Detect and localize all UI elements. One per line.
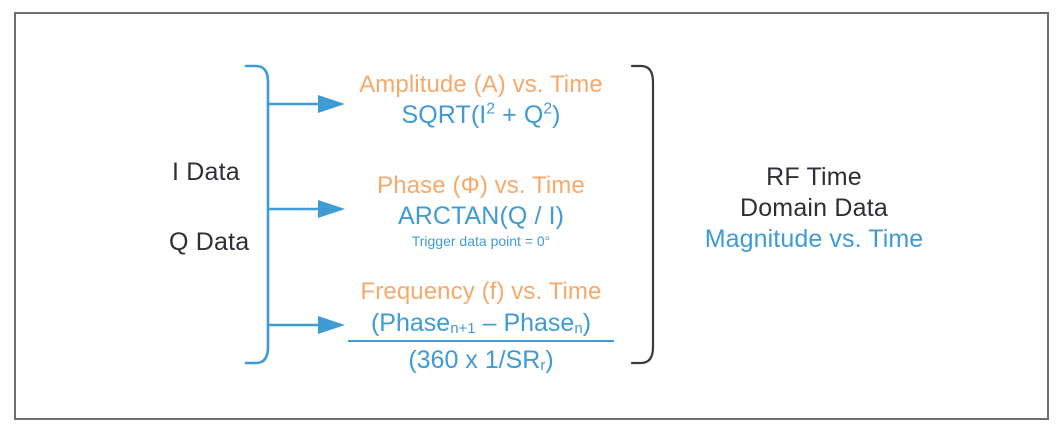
fraction-bar <box>348 340 614 342</box>
numerator-subscript-n-plus-1: n+1 <box>450 320 476 337</box>
output-line-rf-time: RF Time <box>766 163 862 191</box>
branch-phase-note: Trigger data point = 0° <box>411 233 551 249</box>
branch-phase-title: Phase (Φ) vs. Time <box>377 172 585 199</box>
numerator-mid: – Phase <box>475 309 575 337</box>
amplitude-formula-prefix: SQRT(I <box>401 101 487 129</box>
amplitude-exponent-q: 2 <box>543 100 553 118</box>
numerator-subscript-n: n <box>574 320 583 337</box>
output-line-domain-data: Domain Data <box>739 194 889 222</box>
arrow-head-amplitude <box>318 95 345 113</box>
frequency-fraction: (Phasen+1 – Phasen) (360 x 1/SRr) <box>348 307 614 376</box>
left-brace <box>244 64 270 365</box>
branch-phase: Phase (Φ) vs. Time ARCTAN(Q / I) Trigger… <box>336 171 626 251</box>
right-brace <box>630 64 655 365</box>
arrow-head-phase <box>318 200 345 218</box>
branch-amplitude-title: Amplitude (A) vs. Time <box>359 71 603 98</box>
denominator-prefix: (360 x 1/SR <box>408 346 541 374</box>
branch-amplitude: Amplitude (A) vs. Time SQRT(I2 + Q2) <box>336 70 626 131</box>
numerator-suffix: ) <box>582 309 592 337</box>
branch-frequency: Frequency (f) vs. Time (Phasen+1 – Phase… <box>330 277 632 376</box>
input-label-q-data: Q Data <box>169 228 250 256</box>
branch-amplitude-formula: SQRT(I2 + Q2) <box>336 100 626 131</box>
branch-phase-formula: ARCTAN(Q / I) <box>397 202 565 230</box>
amplitude-exponent-i: 2 <box>486 100 496 118</box>
denominator-subscript-r: r <box>540 357 546 374</box>
amplitude-formula-suffix: ) <box>552 101 561 129</box>
output-line-magnitude-vs-time: Magnitude vs. Time <box>704 225 924 253</box>
input-label-i-data: I Data <box>172 158 240 186</box>
denominator-suffix: ) <box>545 346 554 374</box>
frequency-denominator: (360 x 1/SRr) <box>348 344 614 376</box>
amplitude-formula-mid: + Q <box>495 101 544 129</box>
arrow-head-frequency <box>318 316 345 334</box>
branch-frequency-title: Frequency (f) vs. Time <box>360 278 602 305</box>
numerator-prefix: (Phase <box>370 309 451 337</box>
output-block: RF Time Domain Data Magnitude vs. Time <box>668 162 960 255</box>
frequency-numerator: (Phasen+1 – Phasen) <box>348 307 614 339</box>
